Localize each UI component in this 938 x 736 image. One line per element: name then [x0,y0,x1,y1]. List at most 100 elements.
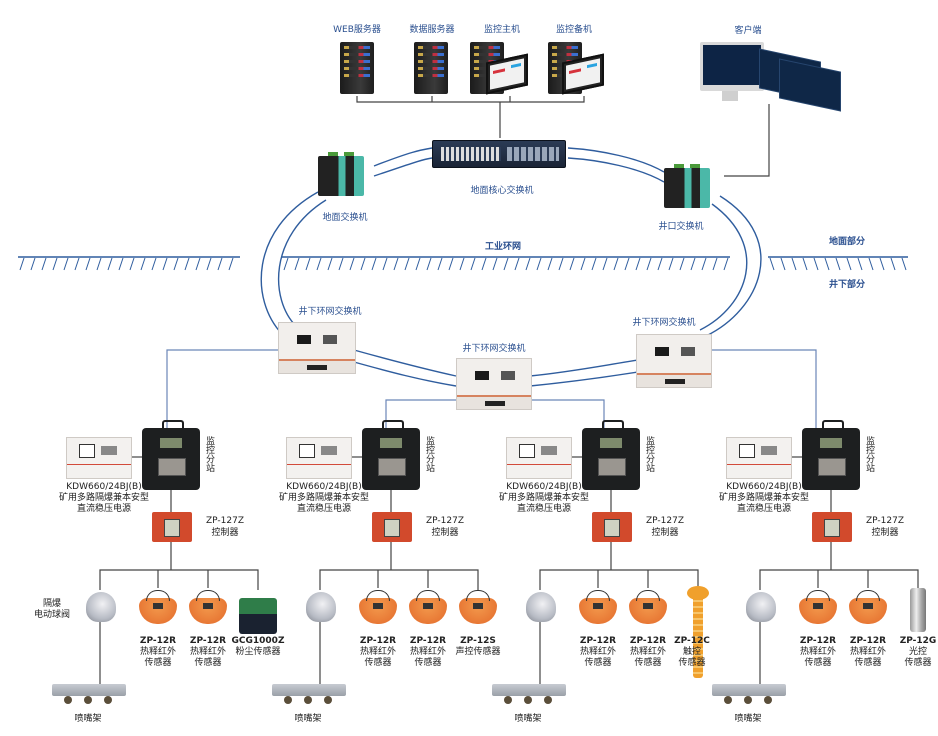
substation-label: 监控分站 [424,436,434,472]
controller-desc: 控制器 [651,528,679,538]
power-supply-model: KDW660/24BJ(B) [506,482,582,492]
hatch-mark [52,257,58,271]
sensor-desc: 传感器 [904,658,932,668]
ring-switch-label: 井下环网交换机 [632,318,696,328]
sensor-model: ZP-12R [409,636,447,646]
sensor-model: ZP-12R [629,636,667,646]
hatch-mark [459,257,465,271]
hatch-mark [85,257,91,271]
server-bus [356,96,585,138]
hatch-mark [879,257,885,271]
hatch-mark [360,257,366,271]
ball-valve-icon [526,592,556,622]
controller-model: ZP-127Z [646,516,684,526]
monitoring-substation-icon [142,420,200,490]
sensor-model: ZP-12C [674,636,710,646]
hatch-mark [316,257,322,271]
sensor-desc: 粉尘传感器 [235,647,281,657]
data-server-label: 数据服务器 [409,25,455,35]
hatch-mark [690,257,696,271]
hatch-mark [283,257,289,271]
valve-label: 电动球阀 [33,610,70,620]
server-tower-icon [414,42,448,94]
hatch-mark [63,257,69,271]
power-supply-desc: 直流稳压电源 [516,504,571,514]
sensor-desc: 热释红外 [139,647,176,657]
nozzle-rack-icon [272,684,346,704]
valve-label: 隔爆 [42,599,61,609]
hatch-mark [769,257,775,271]
hatch-mark [206,257,212,271]
hatch-mark [217,257,223,271]
infrared-sensor-icon [579,590,617,624]
underground-section-label: 井下部分 [828,280,865,290]
sensor-model: ZP-12R [359,636,397,646]
hatch-mark [802,257,808,271]
infrared-sensor-icon [799,590,837,624]
hatch-mark [195,257,201,271]
sensor-desc: 传感器 [414,658,442,668]
hatch-mark [591,257,597,271]
hatch-mark [492,257,498,271]
light-sensor-icon [910,588,926,632]
hatch-mark [382,257,388,271]
client-link [724,104,770,177]
sensor-desc: 传感器 [854,658,882,668]
substation-label: 监控分站 [204,436,214,472]
sensor-desc: 热释红外 [579,647,616,657]
shaft-switch-label: 井口交换机 [658,222,704,232]
hatch-mark [470,257,476,271]
substation-label: 监控分站 [864,436,874,472]
ball-valve-icon [746,592,776,622]
wire [99,569,259,590]
infrared-sensor-icon [139,590,177,624]
hatch-mark [228,257,234,271]
sensor-desc: 传感器 [584,658,612,668]
hatch-mark [868,257,874,271]
sensor-model: GCG1000Z [231,636,285,646]
client-label: 客户端 [734,26,762,36]
wire [539,569,699,590]
wire [759,569,919,590]
hatch-mark [338,257,344,271]
core-switch-icon [432,140,566,168]
controller-desc: 控制器 [871,528,899,538]
nozzle-rack-label: 喷嘴架 [734,714,762,724]
power-supply-desc: 矿用多路隔爆兼本安型 [718,493,809,503]
sensor-desc: 传感器 [634,658,662,668]
infrared-sensor-icon [849,590,887,624]
power-supply-model: KDW660/24BJ(B) [726,482,802,492]
hatch-mark [846,257,852,271]
station-links [166,349,817,428]
sensor-desc: 触控 [682,647,701,657]
sensor-desc: 传感器 [804,658,832,668]
hatch-mark [723,257,729,271]
sensor-desc: 热释红外 [409,647,446,657]
hatch-mark [780,257,786,271]
nozzle-rack-icon [52,684,126,704]
nozzle-rack-icon [492,684,566,704]
power-supply-model: KDW660/24BJ(B) [286,482,362,492]
hatch-mark [701,257,707,271]
hatch-mark [813,257,819,271]
hatch-mark [107,257,113,271]
branch-wires [99,456,919,684]
power-supply-icon [726,437,792,479]
sensor-desc: 热释红外 [629,647,666,657]
sensor-desc: 传感器 [144,658,172,668]
controller-model: ZP-127Z [426,516,464,526]
ball-valve-icon [86,592,116,622]
infrared-sensor-icon [459,590,497,624]
sensor-model: ZP-12R [579,636,617,646]
controller-icon [592,512,632,542]
hatch-mark [162,257,168,271]
power-supply-desc: 矿用多路隔爆兼本安型 [498,493,589,503]
controller-model: ZP-127Z [866,516,904,526]
hatch-mark [514,257,520,271]
hatch-mark [668,257,674,271]
controller-icon [372,512,412,542]
sensor-desc: 光控 [908,647,927,657]
sensor-model: ZP-12R [139,636,177,646]
monitor-stand-icon [722,91,738,101]
hatch-mark [558,257,564,271]
